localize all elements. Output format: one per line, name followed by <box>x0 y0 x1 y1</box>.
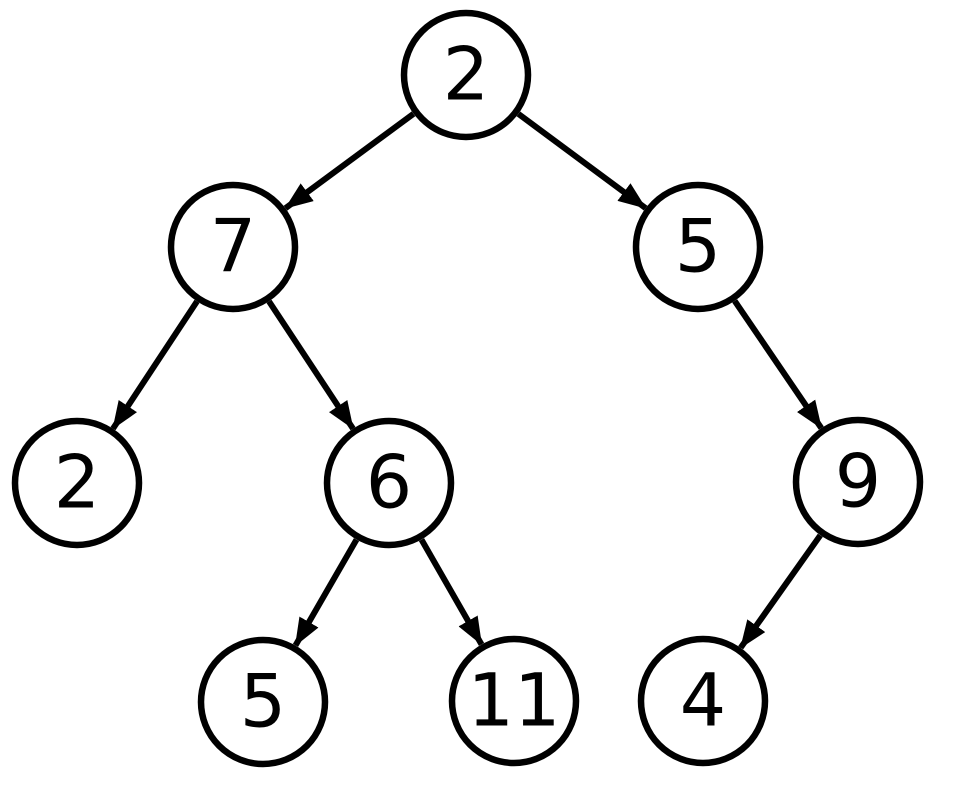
nodes-layer: 2 7 5 2 6 9 5 11 4 <box>11 9 924 768</box>
tree-node-label: 9 <box>835 440 881 525</box>
tree-edge-L-LR <box>266 299 356 431</box>
tree-edge-R-RR <box>732 299 824 430</box>
tree-node-R: 5 <box>632 181 764 313</box>
tree-node-circle <box>167 181 299 313</box>
tree-node-label: 7 <box>210 205 256 290</box>
tree-node-LL: 2 <box>11 417 143 549</box>
tree-node-label: 2 <box>54 441 100 526</box>
tree-node-circle <box>637 635 769 767</box>
tree-node-circle <box>11 417 143 549</box>
tree-node-LRL: 5 <box>197 636 329 768</box>
tree-node-RRL: 4 <box>637 635 769 767</box>
tree-node-circle <box>197 636 329 768</box>
tree-node-circle <box>400 9 532 141</box>
tree-node-circle <box>323 417 455 549</box>
tree-node-circle <box>632 181 764 313</box>
tree-node-circle <box>448 635 580 767</box>
tree-node-circle <box>792 416 924 548</box>
tree-node-label: 5 <box>675 205 721 290</box>
tree-node-label: 2 <box>443 33 489 118</box>
tree-edge-L-LL <box>110 299 200 431</box>
tree-node-label: 5 <box>240 660 286 745</box>
tree-node-L: 7 <box>167 181 299 313</box>
tree-edge-LR-LRL <box>292 538 360 647</box>
tree-edge-LR-LRR <box>418 538 485 646</box>
tree-node-RR: 9 <box>792 416 924 548</box>
tree-node-label: 4 <box>680 659 726 744</box>
tree-node-label: 6 <box>366 441 412 526</box>
tree-node-LRR: 11 <box>448 635 580 767</box>
tree-edge-root-L <box>283 111 416 211</box>
tree-edge-root-R <box>516 111 648 211</box>
tree-node-label: 11 <box>468 659 561 744</box>
edges-layer <box>110 111 824 650</box>
tree-node-LR: 6 <box>323 417 455 549</box>
tree-node-root: 2 <box>400 9 532 141</box>
tree-edge-RR-RRL <box>738 533 823 650</box>
